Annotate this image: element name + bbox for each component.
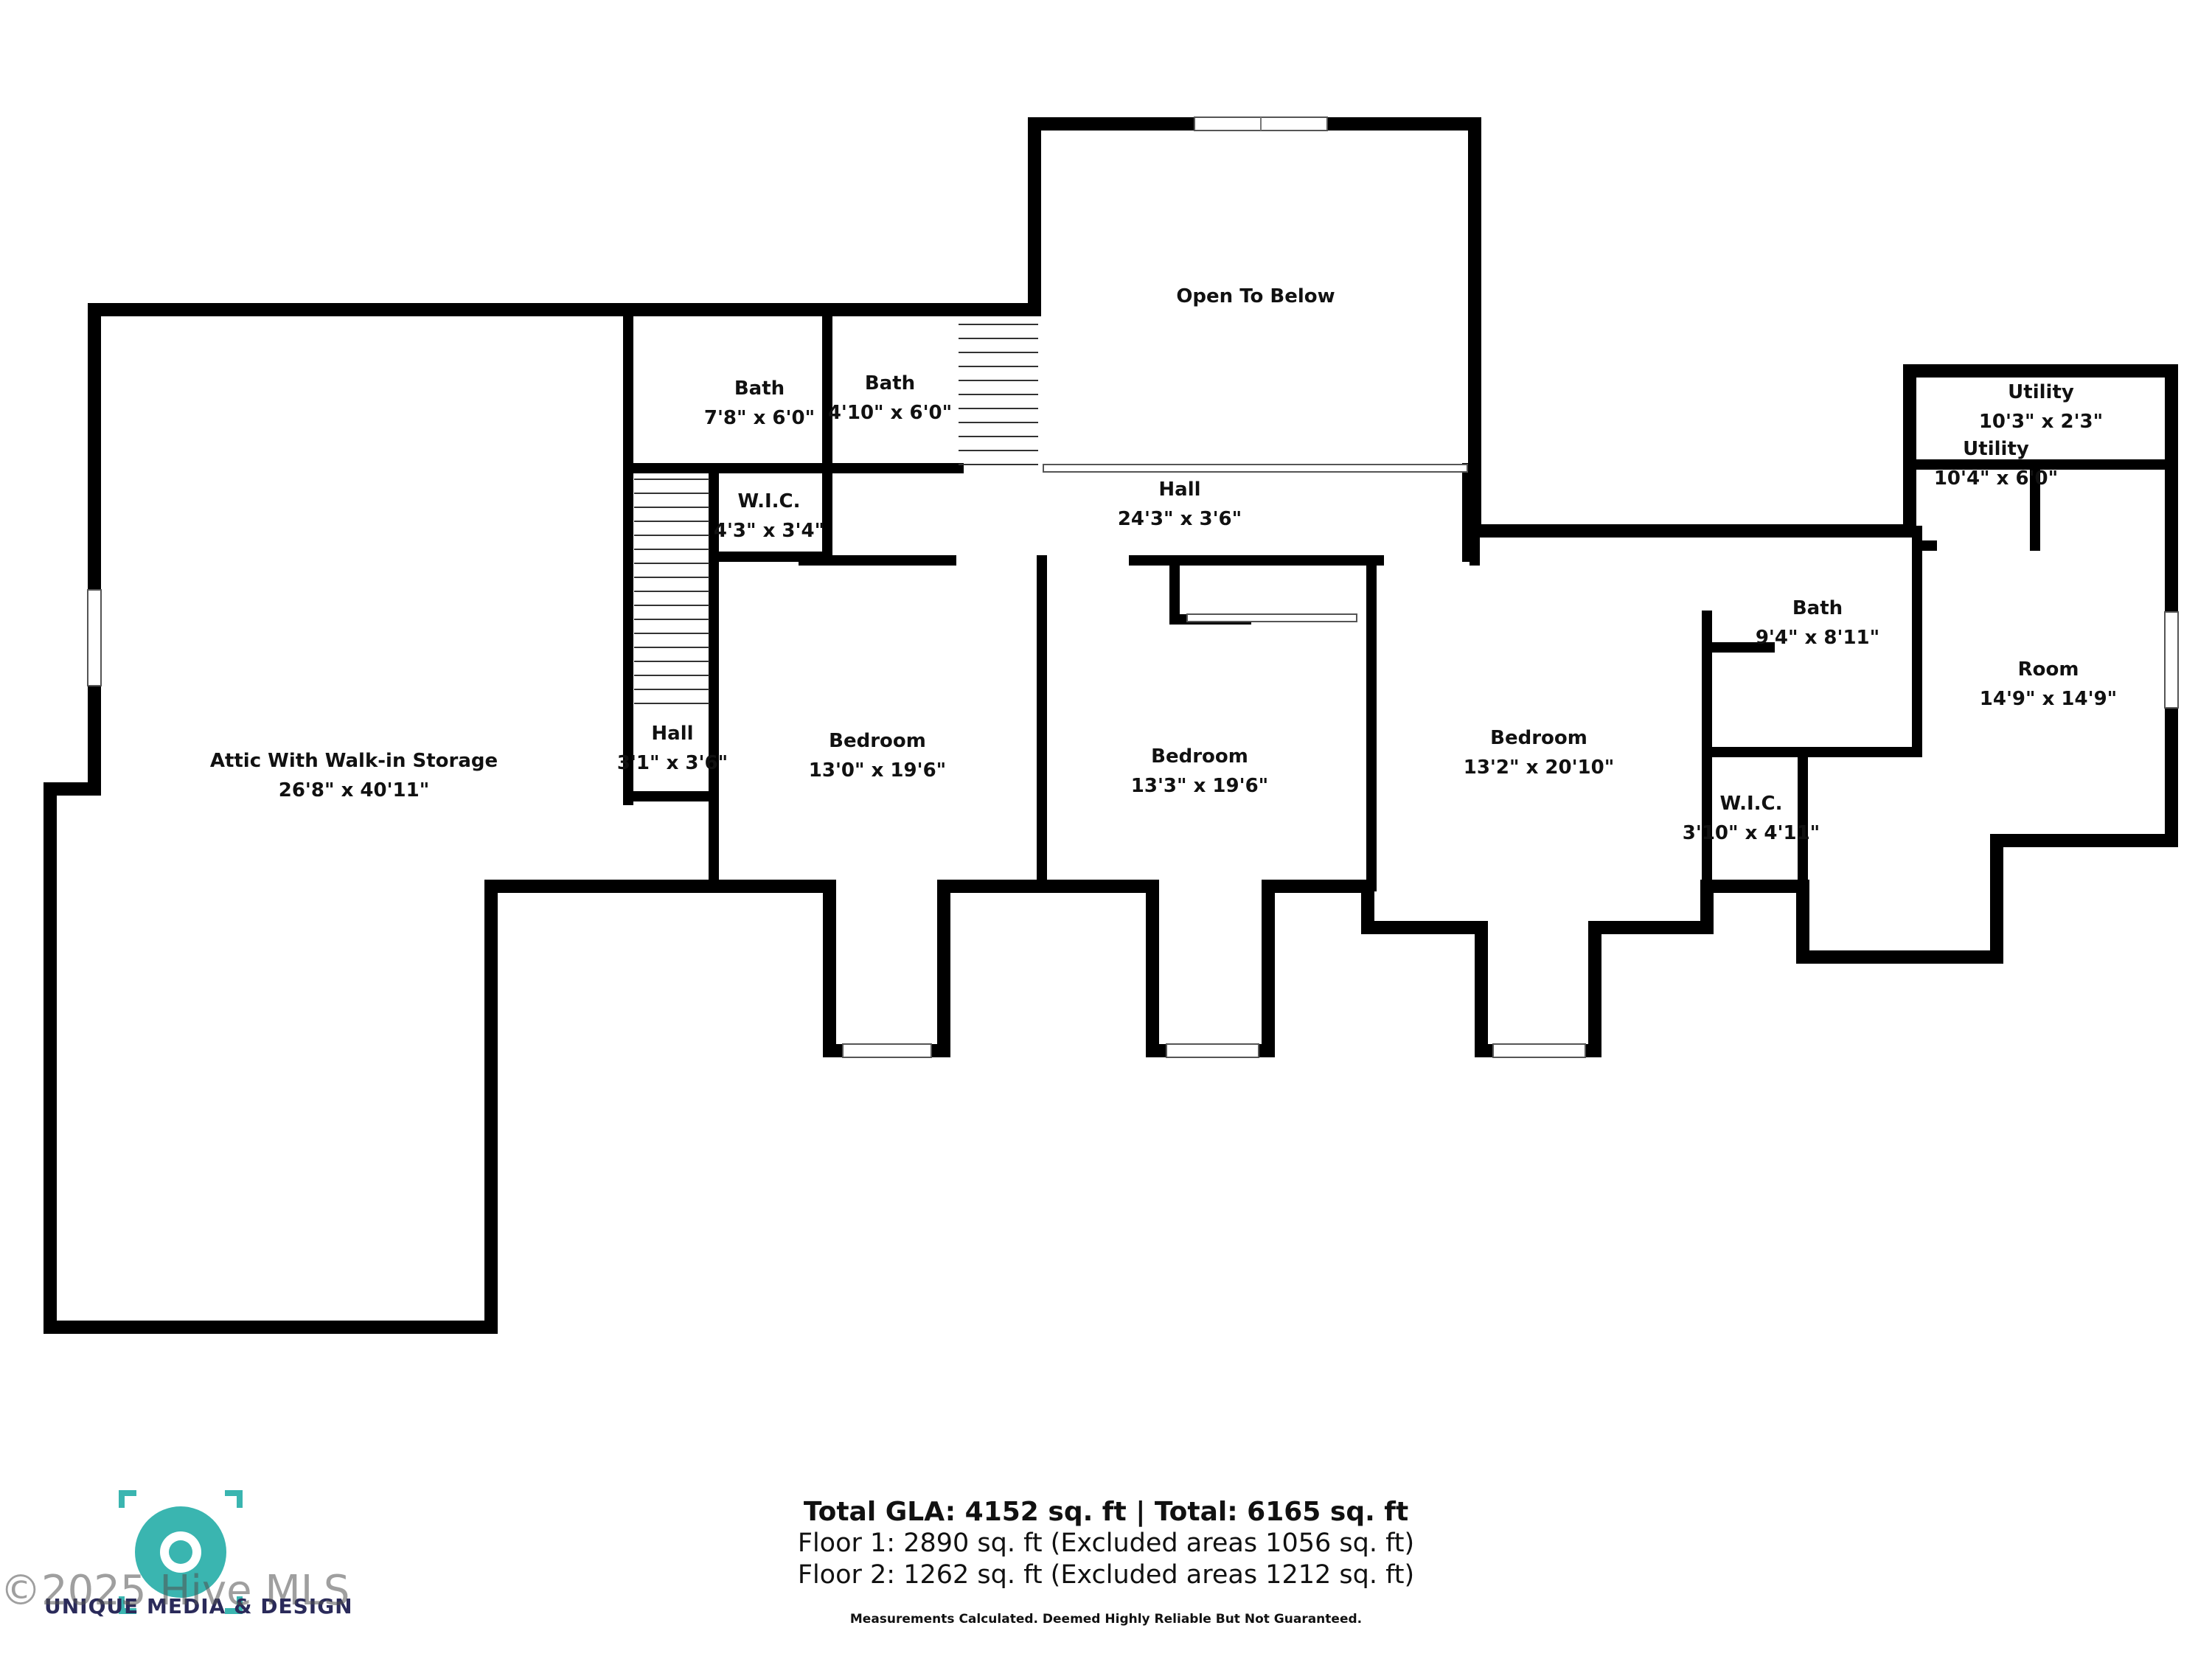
room-dims-bed1: 13'0" x 19'6" [809, 759, 946, 782]
room-name-attic: Attic With Walk-in Storage [210, 750, 498, 772]
room-dims-bath2: 4'10" x 6'0" [828, 402, 952, 424]
exterior-walls [44, 117, 2178, 1334]
room-name-bed1: Bedroom [829, 730, 926, 752]
room-labels: Attic With Walk-in Storage 26'8" x 40'11"… [210, 285, 2117, 844]
room-dims-wic1: 4'3" x 3'4" [714, 520, 824, 542]
room-name-utility2: Utility [1963, 438, 2029, 460]
company-logo [119, 1490, 243, 1614]
room-dims-attic: 26'8" x 40'11" [279, 779, 430, 801]
interior-walls [623, 305, 2177, 891]
room-name-wic2: W.I.C. [1720, 793, 1783, 815]
room-dims-utility2: 10'4" x 6'0" [1934, 467, 2058, 490]
room-name-hall-small: Hall [651, 723, 693, 745]
room-name-bed3: Bedroom [1490, 727, 1587, 749]
room-name-bath2: Bath [865, 372, 915, 394]
room-name-open: Open To Below [1176, 285, 1335, 307]
floor2-area: Floor 2: 1262 sq. ft (Excluded areas 121… [797, 1560, 1415, 1590]
floor1-area: Floor 1: 2890 sq. ft (Excluded areas 105… [797, 1528, 1415, 1558]
room-name-bath3: Bath [1792, 597, 1843, 619]
room-name-bed2: Bedroom [1151, 745, 1248, 768]
room-dims-room: 14'9" x 14'9" [1980, 688, 2117, 710]
room-name-utility1: Utility [2008, 381, 2074, 403]
windows [87, 116, 2179, 1058]
room-dims-bath3: 9'4" x 8'11" [1756, 627, 1879, 649]
mls-watermark: ©2025 Hive MLS [0, 1567, 350, 1615]
room-dims-bath1: 7'8" x 6'0" [704, 407, 815, 429]
total-area: Total GLA: 4152 sq. ft | Total: 6165 sq.… [803, 1497, 1409, 1527]
room-dims-hall-main: 24'3" x 3'6" [1118, 508, 1242, 530]
room-dims-wic2: 3'10" x 4'11" [1683, 822, 1820, 844]
stairs [634, 324, 1038, 704]
disclaimer: Measurements Calculated. Deemed Highly R… [849, 1612, 1363, 1627]
room-name-bath1: Bath [734, 378, 785, 400]
room-dims-utility1: 10'3" x 2'3" [1979, 411, 2103, 433]
room-name-room: Room [2018, 658, 2079, 681]
room-dims-bed3: 13'2" x 20'10" [1464, 757, 1615, 779]
room-name-wic1: W.I.C. [738, 490, 801, 512]
room-dims-bed2: 13'3" x 19'6" [1131, 775, 1268, 797]
room-dims-hall-small: 3'1" x 3'6" [617, 752, 728, 774]
room-name-hall-main: Hall [1158, 479, 1200, 501]
logo-wordmark: UNIQUE MEDIA & DESIGN [44, 1594, 353, 1618]
